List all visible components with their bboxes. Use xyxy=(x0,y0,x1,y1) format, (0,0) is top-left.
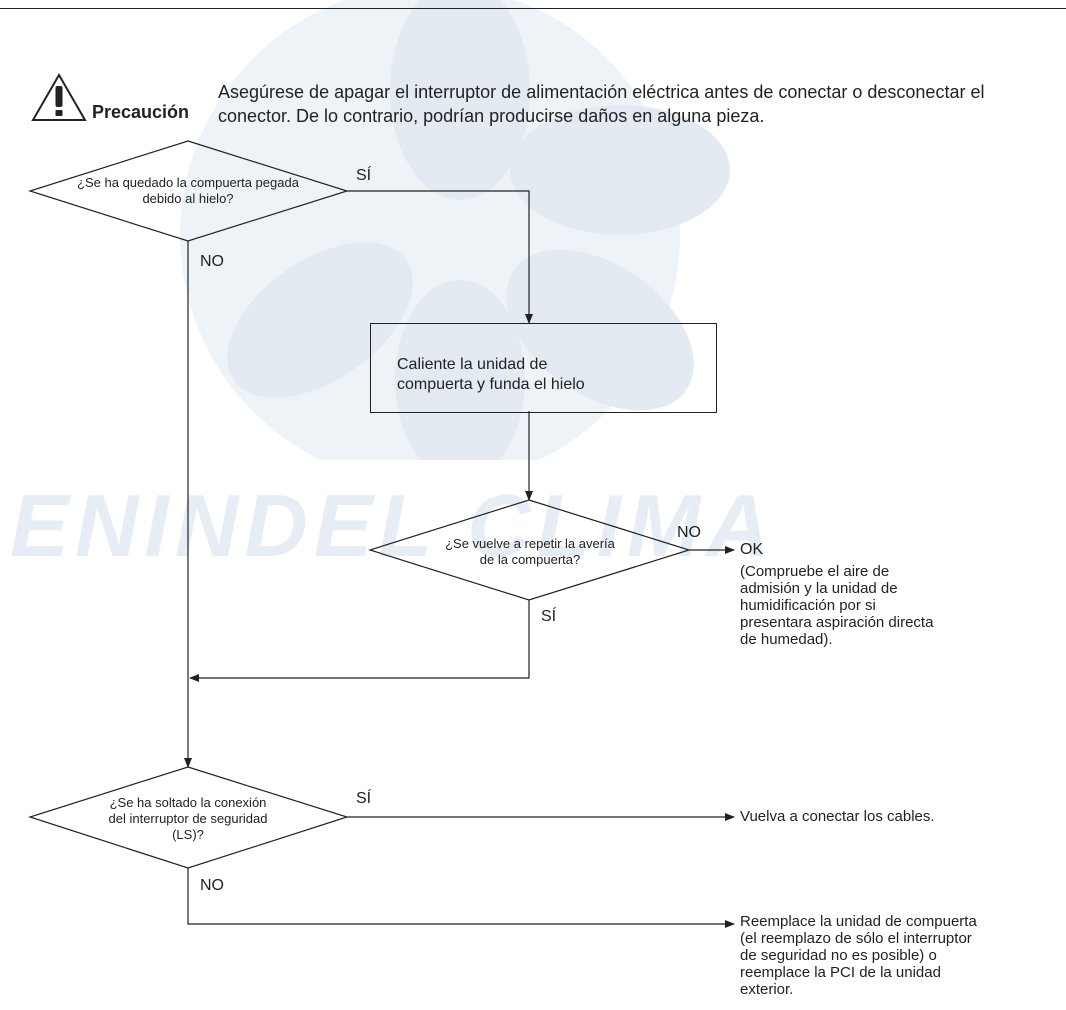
caution-label: Precaución xyxy=(92,102,190,122)
result-replace: Reemplace la unidad de compuerta (el ree… xyxy=(740,913,977,998)
caution-text: Asegúrese de apagar el interruptor de al… xyxy=(218,82,985,126)
action-box-text: Caliente la unidad de compuerta y funda … xyxy=(397,356,585,393)
decision-q3-text: ¿Se ha soltado la conexión del interrupt… xyxy=(108,795,268,842)
q1-yes-label: SÍ xyxy=(356,167,372,184)
q1-no-label: NO xyxy=(200,253,224,270)
q3-no-label: NO xyxy=(200,877,224,894)
watermark-text: ENINDEL CLIMA xyxy=(10,476,776,575)
warning-triangle-icon xyxy=(31,73,87,121)
decision-q2-text: ¿Se vuelve a repetir la avería de la com… xyxy=(445,536,615,567)
decision-q1-text: ¿Se ha quedado la compuerta pegada debid… xyxy=(77,175,299,206)
ok-note: (Compruebe el aire de admisión y la unid… xyxy=(740,563,934,648)
watermark-logo-icon xyxy=(180,0,730,460)
action-box xyxy=(370,323,717,413)
q2-no-label: NO xyxy=(677,524,701,541)
ok-label: OK xyxy=(740,541,764,558)
top-divider xyxy=(0,8,1066,9)
q3-yes-label: SÍ xyxy=(356,790,372,807)
q2-yes-label: SÍ xyxy=(541,608,557,625)
result-reconnect: Vuelva a conectar los cables. xyxy=(740,808,935,825)
